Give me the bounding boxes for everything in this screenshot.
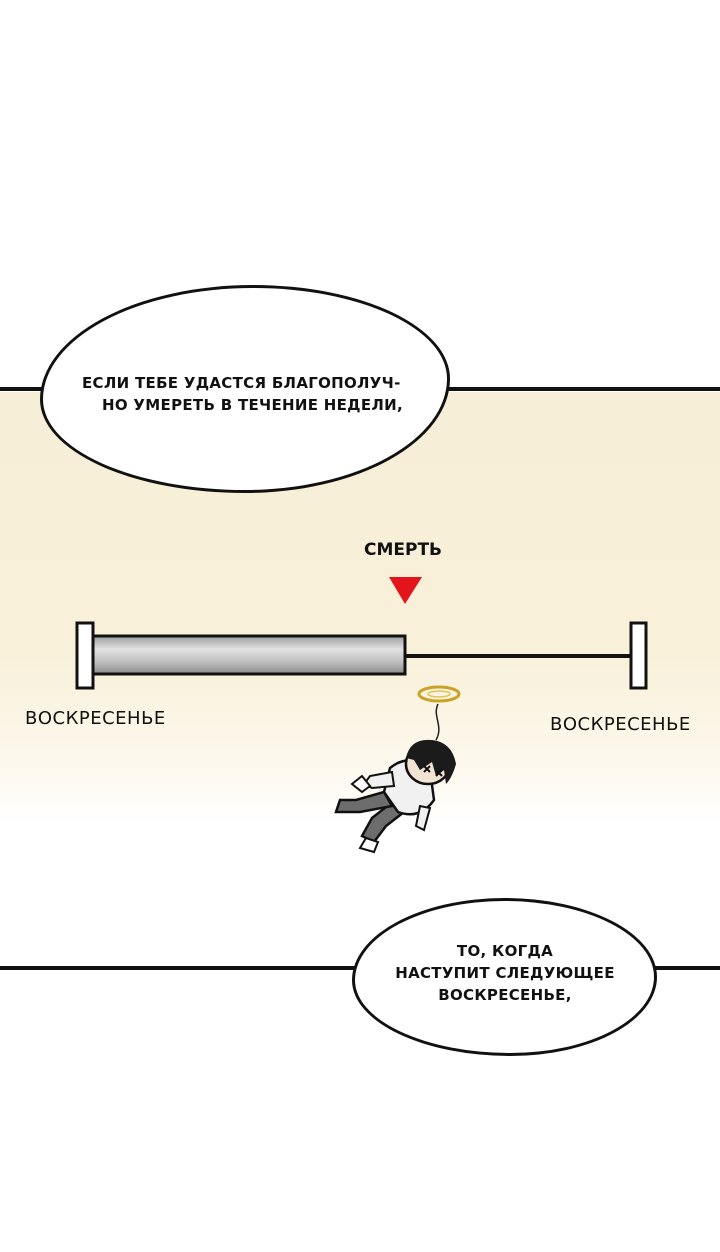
timeline-start-cap — [75, 621, 95, 690]
fallen-character-icon — [334, 739, 456, 854]
speech-bubble-bottom — [352, 898, 657, 1056]
speech-bubble-bottom-line-3: ВОСКРЕСЕНЬЕ, — [438, 986, 572, 1004]
panel-top-border-left — [0, 387, 50, 391]
speech-bubble-bottom-line-1: ТО, КОГДА — [456, 942, 554, 960]
death-marker-icon — [389, 577, 422, 604]
speech-bubble-top-text: ЕСЛИ ТЕБЕ УДАСТСЯ БЛАГОПОЛУЧ- НО УМЕРЕТЬ… — [82, 372, 422, 416]
speech-bubble-bottom-line-2: НАСТУПИТ СЛЕДУЮЩЕЕ — [395, 964, 615, 982]
timeline-end-cap — [629, 621, 648, 690]
timeline-progress-fill — [91, 634, 407, 676]
speech-bubble-top-line-1: ЕСЛИ ТЕБЕ УДАСТСЯ БЛАГОПОЛУЧ- — [82, 374, 401, 392]
speech-bubble-top-line-2: НО УМЕРЕТЬ В ТЕЧЕНИЕ НЕДЕЛИ, — [102, 396, 403, 414]
halo-inner — [427, 690, 451, 698]
panel-top-border-right — [440, 387, 720, 391]
panel-bottom-border-right — [652, 966, 720, 970]
death-label: СМЕРТЬ — [364, 540, 443, 560]
speech-bubble-top — [40, 285, 450, 493]
speech-bubble-bottom-text: ТО, КОГДА НАСТУПИТ СЛЕДУЮЩЕЕ ВОСКРЕСЕНЬЕ… — [380, 940, 630, 1006]
timeline-end-label: ВОСКРЕСЕНЬЕ — [550, 714, 691, 735]
halo-icon — [417, 685, 461, 703]
panel-bottom-border-left — [0, 966, 360, 970]
timeline-start-label: ВОСКРЕСЕНЬЕ — [25, 708, 166, 729]
soul-string — [435, 703, 440, 741]
